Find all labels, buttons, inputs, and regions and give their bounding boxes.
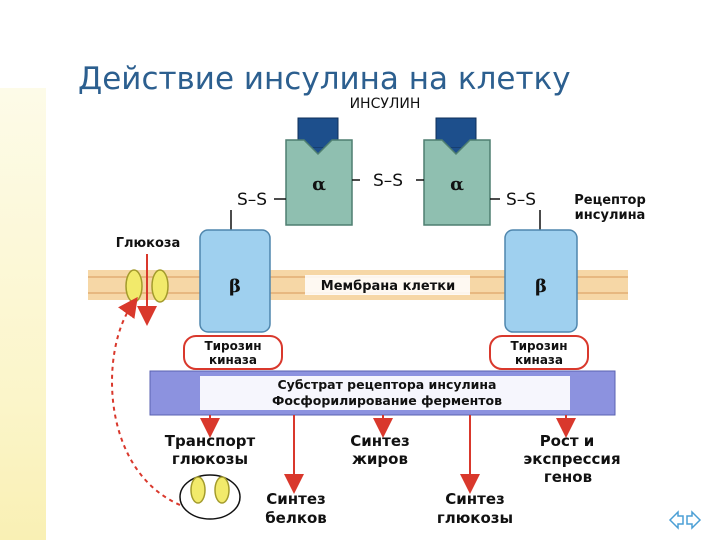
effect-growth-line3: генов xyxy=(544,468,592,486)
substrate-label-line1: Субстрат рецептора инсулина xyxy=(278,377,497,392)
glucose-transporter-left xyxy=(125,269,143,303)
alpha-subunit-left: α xyxy=(285,139,353,226)
effect-glucose-transport-line1: Транспорт xyxy=(165,432,256,450)
vesicle-transporter-right xyxy=(214,476,230,504)
membrane-label: Мембрана клетки xyxy=(321,279,455,294)
substrate-label-line2: Фосфорилирование ферментов xyxy=(272,393,502,408)
effect-glucose-synthesis-line1: Синтез xyxy=(445,490,504,508)
effect-fat-synthesis-line2: жиров xyxy=(352,450,408,468)
tyrosine-kinase-right: Тирозин киназа xyxy=(489,335,589,370)
effect-fat-synthesis-line1: Синтез xyxy=(350,432,409,450)
svg-text:Тирозин: Тирозин xyxy=(510,339,567,353)
svg-text:α: α xyxy=(450,174,464,195)
membrane-label-box xyxy=(305,275,470,295)
slide-title: Действие инсулина на клетку xyxy=(78,61,571,97)
svg-text:β: β xyxy=(535,276,547,297)
effect-protein-synthesis-line2: белков xyxy=(265,509,327,527)
effect-glucose-transport-line2: глюкозы xyxy=(172,450,248,468)
transporter-translocation-arrow xyxy=(111,296,181,506)
effect-growth-line1: Рост и xyxy=(540,432,595,450)
disulfide-bond-left: S–S xyxy=(237,190,267,210)
receptor-label-line1: Рецептор xyxy=(574,193,646,208)
svg-text:β: β xyxy=(229,276,241,297)
disulfide-bond-center: S–S xyxy=(373,171,403,191)
effect-glucose-synthesis-line2: глюкозы xyxy=(437,509,513,527)
transporter-vesicle xyxy=(179,474,241,520)
glucose-transporter-right xyxy=(151,269,169,303)
svg-text:киназа: киназа xyxy=(515,353,563,367)
vesicle-transporter-left xyxy=(190,476,206,504)
glucose-label: Глюкоза xyxy=(116,236,181,251)
svg-text:киназа: киназа xyxy=(209,353,257,367)
beta-subunit-right: β xyxy=(504,229,578,333)
slide-decoration-strip xyxy=(0,88,46,540)
back-forward-arrows-icon[interactable] xyxy=(668,510,702,530)
tyrosine-kinase-left: Тирозин киназа xyxy=(183,335,283,370)
receptor-label-line2: инсулина xyxy=(575,208,646,223)
effect-protein-synthesis-line1: Синтез xyxy=(266,490,325,508)
svg-text:Тирозин: Тирозин xyxy=(204,339,261,353)
beta-subunit-left: β xyxy=(199,229,271,333)
substrate-label-box xyxy=(200,376,570,410)
disulfide-bond-right: S–S xyxy=(506,190,536,210)
alpha-subunit-right: α xyxy=(423,139,491,226)
insulin-label: ИНСУЛИН xyxy=(350,96,421,112)
effect-growth-line2: экспрессия xyxy=(523,450,620,468)
svg-text:α: α xyxy=(312,174,326,195)
